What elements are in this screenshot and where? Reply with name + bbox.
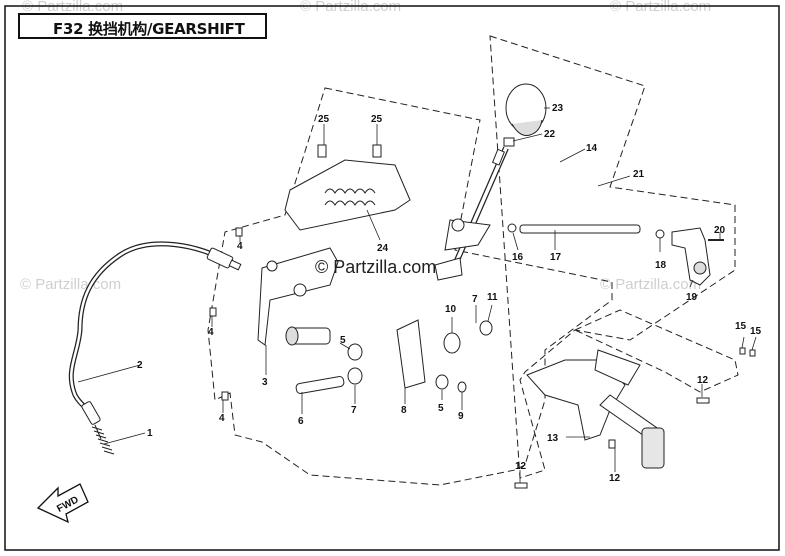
callout-5-a: 5	[340, 335, 346, 346]
callout-15-a: 15	[735, 321, 747, 332]
mount-bracket	[526, 349, 641, 441]
pivot-pin	[295, 376, 345, 394]
shift-cover	[284, 159, 411, 231]
watermark-right: © Partzilla.com	[600, 276, 702, 293]
callout-8: 8	[401, 405, 407, 416]
center-watermark: © Partzilla.com	[315, 257, 437, 277]
callout-23: 23	[552, 103, 564, 114]
shift-cable	[68, 241, 242, 420]
callout-7-a: 7	[351, 405, 357, 416]
callout-20: 20	[714, 225, 726, 236]
cover-bolt-b	[372, 144, 382, 158]
callout-2: 2	[137, 360, 143, 371]
callout-6: 6	[298, 416, 304, 427]
page-frame	[4, 5, 780, 551]
callout-4-b: 4	[208, 327, 214, 338]
callout-18: 18	[655, 260, 667, 271]
callout-3: 3	[262, 377, 268, 388]
collar-b	[347, 367, 363, 385]
callout-11: 11	[487, 292, 498, 303]
watermark-top-left: © Partzilla.com	[22, 0, 124, 15]
callout-25-a: 25	[318, 114, 330, 125]
callout-12-a: 12	[697, 375, 709, 386]
collar-a	[347, 343, 363, 361]
return-spring	[443, 332, 461, 354]
title-box: F32 换挡机构/GEARSHIFT	[18, 13, 267, 39]
selector-plate	[396, 319, 426, 389]
callout-10: 10	[445, 304, 457, 315]
callout-15-b: 15	[750, 326, 762, 337]
callout-16: 16	[512, 252, 524, 263]
callout-9: 9	[458, 411, 464, 422]
shift-knob	[505, 83, 547, 136]
callout-4-a: 4	[237, 241, 243, 252]
watermark-top-right: © Partzilla.com	[610, 0, 712, 15]
bushing	[479, 320, 493, 336]
callout-14: 14	[586, 143, 598, 154]
callout-12-c: 12	[609, 473, 621, 484]
callout-25-b: 25	[371, 114, 383, 125]
callout-21: 21	[633, 169, 645, 180]
callout-7-b: 7	[472, 294, 478, 305]
cover-bolt-a	[317, 144, 327, 158]
small-bolts	[209, 227, 756, 489]
watermark-top-center: © Partzilla.com	[300, 0, 402, 15]
shift-rod	[507, 223, 665, 239]
callout-19: 19	[686, 292, 698, 303]
callout-13: 13	[547, 433, 559, 444]
shift-shaft	[285, 326, 331, 346]
page-title: F32 换挡机构/GEARSHIFT	[53, 20, 245, 38]
shift-bracket	[257, 247, 339, 346]
collar-c	[435, 374, 449, 390]
leader-lines	[77, 107, 757, 483]
assembly-outlines	[207, 35, 739, 486]
callout-12-b: 12	[515, 461, 527, 472]
callout-22: 22	[544, 129, 556, 140]
callout-4-c: 4	[219, 413, 225, 424]
knob-nut	[503, 137, 515, 147]
shift-lever	[434, 146, 509, 281]
shift-arm	[671, 227, 711, 286]
callout-17: 17	[550, 252, 562, 263]
callout-1: 1	[147, 428, 153, 439]
callout-24: 24	[377, 243, 389, 254]
pedal-link	[599, 394, 665, 469]
cable-spring-end	[81, 401, 115, 455]
washer	[457, 381, 467, 393]
callout-5-b: 5	[438, 403, 444, 414]
fwd-arrow: FWD	[36, 483, 89, 524]
callout-labels: 1 2 3 4 4 4 5 5 6 7 7 8 9 10 11 12 12 12…	[137, 103, 762, 484]
